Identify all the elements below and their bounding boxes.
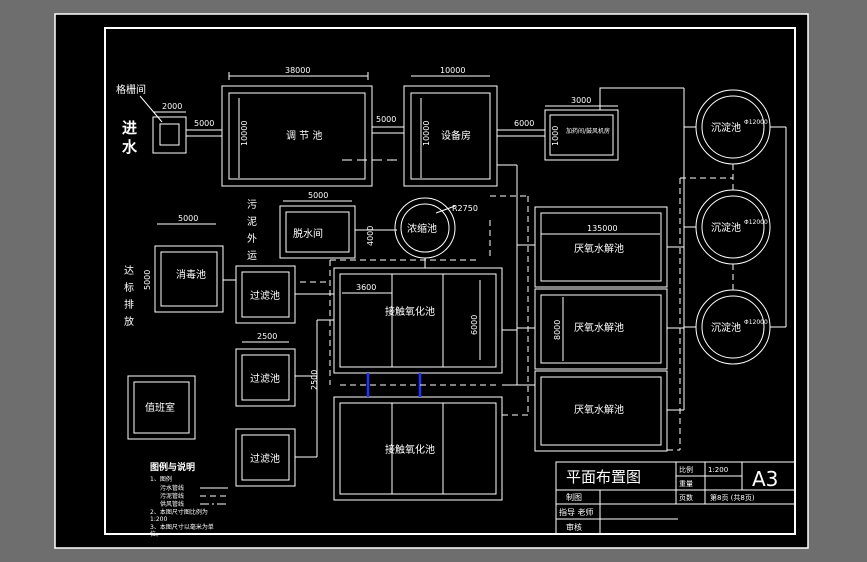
dewater-room-label: 脱水间 xyxy=(293,227,323,240)
regulation-tank xyxy=(221,85,373,187)
title-block-sheet-value: 第8页 (共8页) xyxy=(710,493,755,502)
drawing-sheet xyxy=(55,14,808,548)
title-block-drawn-label: 制图 xyxy=(566,492,582,502)
title-block-scale-label: 比例 xyxy=(679,465,693,474)
legend-line2: 2、本图尺寸图比例为 xyxy=(150,508,208,516)
sludge-label-2: 泥 xyxy=(247,215,257,228)
inner-border xyxy=(104,27,796,535)
sludge-label-3: 外 xyxy=(247,233,257,245)
sedimentation-label-2: 沉淀池 xyxy=(711,221,741,234)
regulation-tank-dim-width: 38000 xyxy=(285,66,310,75)
discharge-label-3: 排 xyxy=(124,298,134,311)
legend-item-sewage: 污水管线 xyxy=(160,484,184,492)
discharge-label-2: 标 xyxy=(124,282,134,294)
legend-title: 图例与说明 xyxy=(150,461,195,473)
screen-label: 格栅间 xyxy=(116,83,146,96)
disinfection-dim-height: 5000 xyxy=(143,270,152,290)
sedimentation-sub-2: Φ12000 xyxy=(744,219,768,226)
regulation-tank-dim-height: 10000 xyxy=(240,121,249,146)
regulation-tank-label: 调 节 池 xyxy=(286,129,322,142)
small-room-label: 加药间/鼓风机房 xyxy=(566,127,610,135)
title-block-advisor-label: 指导 老师 xyxy=(559,507,594,517)
sludge-label-4: 运 xyxy=(247,250,257,262)
discharge-label-1: 达 xyxy=(124,265,134,277)
contact-oxidation-label-2: 接触氧化池 xyxy=(385,443,435,456)
screen-chamber xyxy=(152,116,187,154)
small-room-dim-height: 1000 xyxy=(551,126,560,146)
disinfection-tank xyxy=(154,245,224,313)
outer-border xyxy=(54,13,809,549)
sludge-label-1: 污 xyxy=(247,199,257,211)
dewater-room-dim-width: 5000 xyxy=(308,191,328,200)
equipment-room-label: 设备房 xyxy=(441,129,471,142)
small-room xyxy=(544,109,619,161)
equipment-room-dim-pipe: 6000 xyxy=(514,119,534,128)
thickener-label: 浓缩池 xyxy=(407,222,437,235)
screen-dim-width: 2000 xyxy=(162,102,182,111)
equipment-room-dim-height: 10000 xyxy=(422,121,431,146)
anaerobic-label-3: 厌氧水解池 xyxy=(574,403,624,416)
sedimentation-label-1: 沉淀池 xyxy=(711,121,741,134)
title-block-scale-value: 1:200 xyxy=(708,466,728,474)
inlet-label-1: 进 xyxy=(122,119,137,137)
duty-room xyxy=(127,375,196,440)
thickener-dim-radius: R2750 xyxy=(452,204,478,213)
legend-line3: 3、本图尺寸以毫米为单 xyxy=(150,523,214,531)
title-block-sheet-label: 页数 xyxy=(679,493,693,502)
contact-oxidation-tank-2 xyxy=(333,396,503,501)
dewater-room xyxy=(279,205,356,259)
anaerobic-label-2: 厌氧水解池 xyxy=(574,321,624,334)
legend-item-air: 供风管线 xyxy=(160,500,184,508)
title-block-title: 平面布置图 xyxy=(566,468,641,486)
title-block-weight-label: 重量 xyxy=(679,480,693,488)
anaerobic-tank-2 xyxy=(534,288,668,370)
legend-line2b: 1:200 xyxy=(150,516,167,523)
filter-dim-width: 2500 xyxy=(257,332,277,341)
filter-tank-2 xyxy=(235,348,296,407)
duty-room-label: 值班室 xyxy=(145,401,175,414)
small-room-dim-width: 3000 xyxy=(571,96,591,105)
dashed-pipe-network xyxy=(300,164,734,451)
anaerobic-dim-width: 135000 xyxy=(587,224,618,233)
contact-oxidation-label-1: 接触氧化池 xyxy=(385,305,435,318)
filter-dim-height: 2500 xyxy=(310,370,319,390)
contact-oxidation-dim-height: 6000 xyxy=(470,315,479,335)
sedimentation-sub-1: Φ12000 xyxy=(744,119,768,126)
pipe-network xyxy=(295,88,787,458)
inlet-label-2: 水 xyxy=(122,138,138,156)
disinfection-dim-width: 5000 xyxy=(178,214,198,223)
screen-leader-line xyxy=(139,95,163,123)
disinfection-label: 消毒池 xyxy=(176,268,206,281)
regulation-tank-dim-pipe: 5000 xyxy=(376,115,396,124)
title-block-review-label: 审核 xyxy=(566,522,582,532)
anaerobic-label-1: 厌氧水解池 xyxy=(574,242,624,255)
contact-oxidation-dim-width: 3600 xyxy=(356,283,376,292)
legend-line1: 1、图例 xyxy=(150,475,172,483)
dewater-room-dim-height: 4000 xyxy=(366,226,375,246)
sedimentation-label-3: 沉淀池 xyxy=(711,321,741,334)
sedimentation-sub-3: Φ12000 xyxy=(744,319,768,326)
filter-label-1: 过滤池 xyxy=(250,289,280,302)
title-block-sheet-size: A3 xyxy=(752,467,778,491)
title-block xyxy=(555,461,796,535)
filter-label-2: 过滤池 xyxy=(250,372,280,385)
discharge-label-4: 放 xyxy=(124,315,134,328)
anaerobic-dim-height: 8000 xyxy=(553,320,562,340)
equipment-room-dim-width: 10000 xyxy=(440,66,465,75)
anaerobic-tank-3 xyxy=(534,370,668,452)
filter-label-3: 过滤池 xyxy=(250,452,280,465)
legend-line3b: 位。 xyxy=(150,530,162,538)
screen-dim-pipe: 5000 xyxy=(194,119,214,128)
legend-item-sludge: 污泥管线 xyxy=(160,492,184,500)
